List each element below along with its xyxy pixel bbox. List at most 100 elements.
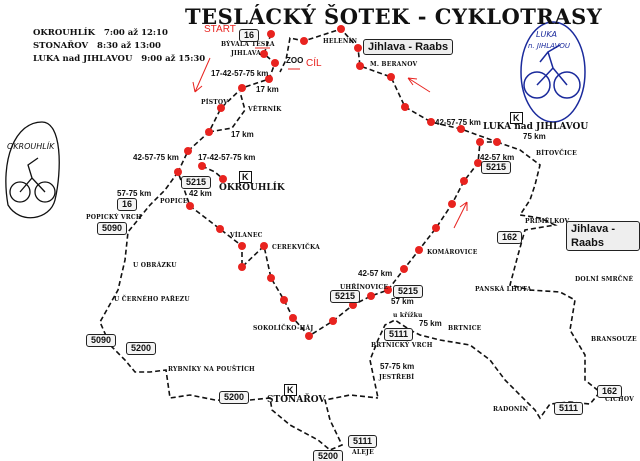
road-sign: 5090: [97, 222, 128, 235]
place-popice: POPICE: [160, 198, 188, 205]
place-u-cerneho-parezu: U ČERNÉHO PAŘEZU: [114, 296, 190, 303]
place-sokolicko-haj: SOKOLÍČKO-HÁJ: [253, 325, 314, 332]
checkpoint-dot: [476, 138, 484, 146]
checkpoint-dot: [267, 30, 275, 38]
checkpoint-dot: [271, 59, 279, 67]
distance-label: 42-57 km: [480, 153, 515, 162]
road-sign: 162: [597, 385, 623, 398]
checkpoint-dot: [174, 168, 182, 176]
place-byvala-tesla: BÝVALÁ TESLA: [221, 41, 275, 48]
checkpoint-dot: [400, 265, 408, 273]
control-stonarov: K: [284, 384, 297, 396]
zoo-label: ZOO: [286, 56, 304, 65]
distance-label: 17 km: [256, 85, 279, 94]
logo-luka-text-2: n. JIHLAVOU: [528, 42, 571, 50]
place-helenin: HELENÍN: [323, 38, 358, 45]
road-sign: 5215: [181, 176, 212, 189]
place-u-krizku: u křížku: [393, 312, 423, 319]
schedule-place: LUKA nad JIHLAVOU: [33, 54, 133, 64]
checkpoint-dot: [415, 246, 423, 254]
place-rybniky-na-poustich: RYBNÍKY NA POUŠTÍCH: [168, 366, 255, 373]
distance-label: 57 km: [391, 297, 414, 306]
road-sign: Jihlava - Raabs: [566, 221, 640, 251]
road-sign: 16: [239, 29, 260, 42]
distance-label: 42-57 km: [358, 269, 393, 278]
road-sign: 162: [497, 231, 523, 244]
start-label: START: [204, 24, 236, 35]
place-vetrnik: VĚTRNÍK: [248, 106, 282, 113]
arrow-sw: [192, 57, 211, 93]
checkpoint-dot: [448, 200, 456, 208]
checkpoint-dot: [238, 263, 246, 271]
place-bransouze: BRANSOUZE: [591, 336, 637, 343]
checkpoint-dot: [337, 25, 345, 33]
place-brtnicky-vrch: BRTNICKÝ VRCH: [371, 342, 433, 349]
distance-label: 17-42-57-75 km: [211, 69, 269, 78]
schedule-time: 8:30 až 13:00: [97, 41, 161, 51]
checkpoint-dot: [260, 242, 268, 250]
town-luka: LUKA nad JIHLAVOU: [483, 122, 589, 132]
checkpoint-dot: [260, 50, 268, 58]
checkpoint-dot: [349, 301, 357, 309]
okrouhlik-branch-path: [201, 91, 246, 180]
schedule-time: 9:00 až 15:30: [141, 54, 206, 64]
distance-label: 57-75 km: [380, 362, 415, 371]
route-checkpoints: [174, 25, 501, 340]
direction-arrows: [192, 47, 468, 229]
checkpoint-dot: [289, 314, 297, 322]
distance-label: 75 km: [419, 319, 442, 328]
logo-okrouhlik-text: OKROUHLÍK: [7, 142, 55, 151]
place-aleje: ALEJE: [352, 449, 374, 456]
distance-label: 57-75 km: [117, 189, 152, 198]
checkpoint-dot: [387, 73, 395, 81]
checkpoint-dot: [300, 37, 308, 45]
map-title: TESLÁCKÝ ŠOTEK - CYKLOTRASY: [185, 4, 603, 29]
distance-label: 17-42-57-75 km: [198, 153, 256, 162]
place-panska-lhota: PANSKÁ LHOTA: [475, 286, 532, 293]
checkpoint-dot: [384, 286, 392, 294]
road-sign: 5200: [313, 450, 344, 461]
checkpoint-dot: [217, 104, 225, 112]
checkpoint-dot: [198, 162, 206, 170]
road-sign: 5215: [481, 161, 512, 174]
place-komarovice: KOMÁROVICE: [427, 249, 478, 256]
place-m-beranov: M. BERANOV: [370, 61, 418, 68]
place-u-obrazku: U OBRÁZKU: [133, 262, 177, 269]
road-sign: 5111: [554, 402, 584, 415]
checkpoint-dot: [356, 62, 364, 70]
place-cichov: ČÍCHOV: [605, 396, 635, 403]
checkpoint-dot: [493, 138, 501, 146]
checkpoint-dot: [367, 292, 375, 300]
schedule-luka: LUKA nad JIHLAVOU 9:00 až 15:30: [33, 54, 205, 64]
distance-label: 42-57-75 km: [133, 153, 179, 162]
checkpoint-dot: [238, 242, 246, 250]
west-loop-path: [99, 171, 379, 451]
road-sign: Jihlava - Raabs: [363, 39, 454, 55]
arrow-ne: [453, 201, 468, 229]
checkpoint-dot: [460, 177, 468, 185]
okrouhlik-logo: [5, 121, 60, 219]
place-jihlava: JIHLAVA: [231, 50, 261, 57]
place-bitovcice: BÍTOVČICE: [536, 150, 577, 157]
checkpoint-dot: [432, 224, 440, 232]
control-okrouhlik: K: [239, 171, 252, 183]
checkpoint-dot: [267, 274, 275, 282]
road-sign: 5215: [393, 285, 424, 298]
place-jestrebi: JESTŘEBÍ: [379, 374, 415, 381]
schedule-okrouhlik: OKROUHLÍK 7:00 až 12:10: [33, 28, 168, 38]
checkpoint-dot: [219, 175, 227, 183]
place-urinovice: UHŘÍNOVICE: [340, 284, 389, 291]
schedule-time: 7:00 až 12:10: [103, 28, 168, 38]
place-brtnice: BRTNICE: [448, 325, 482, 332]
checkpoint-dot: [354, 44, 362, 52]
place-pistov: PÍSTOV: [201, 99, 229, 106]
distance-label: 75 km: [523, 132, 546, 141]
checkpoint-dot: [216, 225, 224, 233]
luka-logo: [520, 21, 586, 123]
arrow-nw: [407, 77, 431, 93]
checkpoint-dot: [474, 159, 482, 167]
checkpoint-dot: [184, 147, 192, 155]
road-sign: 5090: [86, 334, 117, 347]
